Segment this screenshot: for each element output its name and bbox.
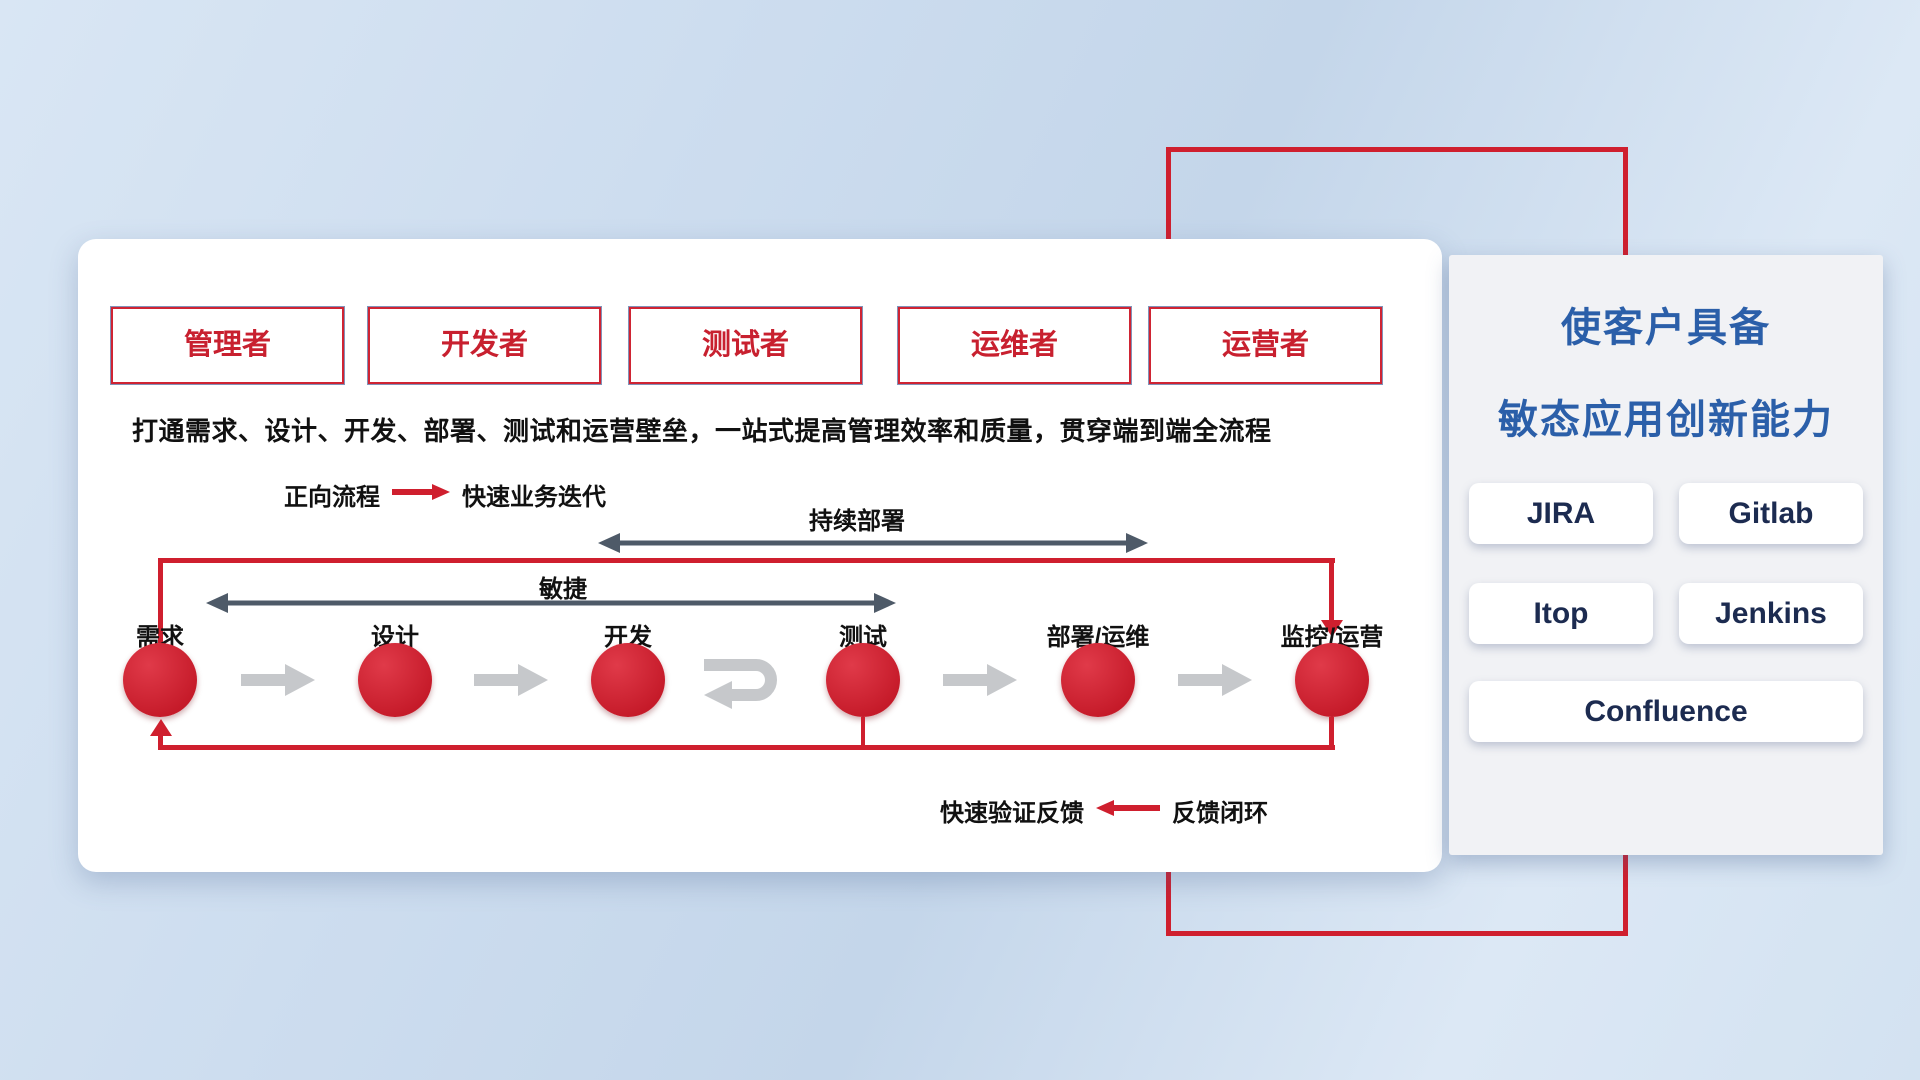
forward-loop-line-top (158, 558, 1335, 563)
role-box-manager: 管理者 (110, 306, 345, 385)
role-box-tester: 测试者 (628, 306, 863, 385)
flow-node-circle-develop (591, 643, 665, 717)
process-panel: 管理者 开发者 测试者 运维者 运营者 打通需求、设计、开发、部署、测试和运营壁… (78, 239, 1442, 872)
capability-title-line1: 使客户具备 (1561, 306, 1771, 350)
role-box-developer: 开发者 (367, 306, 602, 385)
forward-legend-label: 正向流程 (284, 484, 380, 511)
capability-panel: 使客户具备 敏态应用创新能力 JIRA Gitlab Itop Jenkins … (1449, 255, 1883, 855)
feedback-text: 快速验证反馈 (940, 800, 1084, 827)
iteration-loop-icon (698, 651, 790, 714)
flow-node-circle-design (358, 643, 432, 717)
flow-arrow-icon (474, 664, 548, 701)
feedback-loop-arrowhead-icon (150, 719, 172, 736)
tool-button-jenkins: Jenkins (1679, 583, 1863, 644)
flow-node-circle-deploy-ops (1061, 643, 1135, 717)
forward-flow-legend: 正向流程 快速业务迭代 (284, 477, 606, 512)
tool-button-itop: Itop (1469, 583, 1653, 644)
forward-loop-line-right (1329, 558, 1334, 620)
flow-arrow-icon (241, 664, 315, 701)
continuous-deploy-label: 持续部署 (809, 508, 905, 535)
feedback-loop-line-bottom (158, 745, 1335, 750)
feedback-loop-line-right (1329, 717, 1334, 750)
flow-arrow-icon (943, 664, 1017, 701)
flow-node-circle-test (826, 643, 900, 717)
capability-title-line2: 敏态应用创新能力 (1498, 398, 1834, 442)
tool-button-jira: JIRA (1469, 483, 1653, 544)
flow-arrow-icon (1178, 664, 1252, 701)
forward-arrow-icon (392, 481, 450, 509)
forward-loop-line-left (158, 558, 163, 643)
feedback-arrow-icon (1096, 797, 1160, 825)
tool-button-gitlab: Gitlab (1679, 483, 1863, 544)
continuous-deploy-arrow-icon (598, 531, 1148, 560)
feedback-legend-label: 反馈闭环 (1172, 800, 1268, 827)
role-box-operator: 运营者 (1148, 306, 1383, 385)
process-description: 打通需求、设计、开发、部署、测试和运营壁垒，一站式提高管理效率和质量，贯穿端到端… (132, 416, 1272, 446)
forward-legend-value: 快速业务迭代 (462, 484, 606, 511)
feedback-loop-line-left (158, 733, 163, 750)
role-box-ops: 运维者 (897, 306, 1132, 385)
agile-arrow-icon (206, 591, 896, 620)
agile-label: 敏捷 (539, 576, 587, 603)
forward-loop-arrowhead-icon (1321, 620, 1343, 637)
feedback-loop-line-test (861, 717, 865, 750)
flow-node-circle-requirements (123, 643, 197, 717)
tool-button-confluence: Confluence (1469, 681, 1863, 742)
feedback-legend: 快速验证反馈 反馈闭环 (940, 793, 1268, 828)
flow-node-circle-monitor-op (1295, 643, 1369, 717)
